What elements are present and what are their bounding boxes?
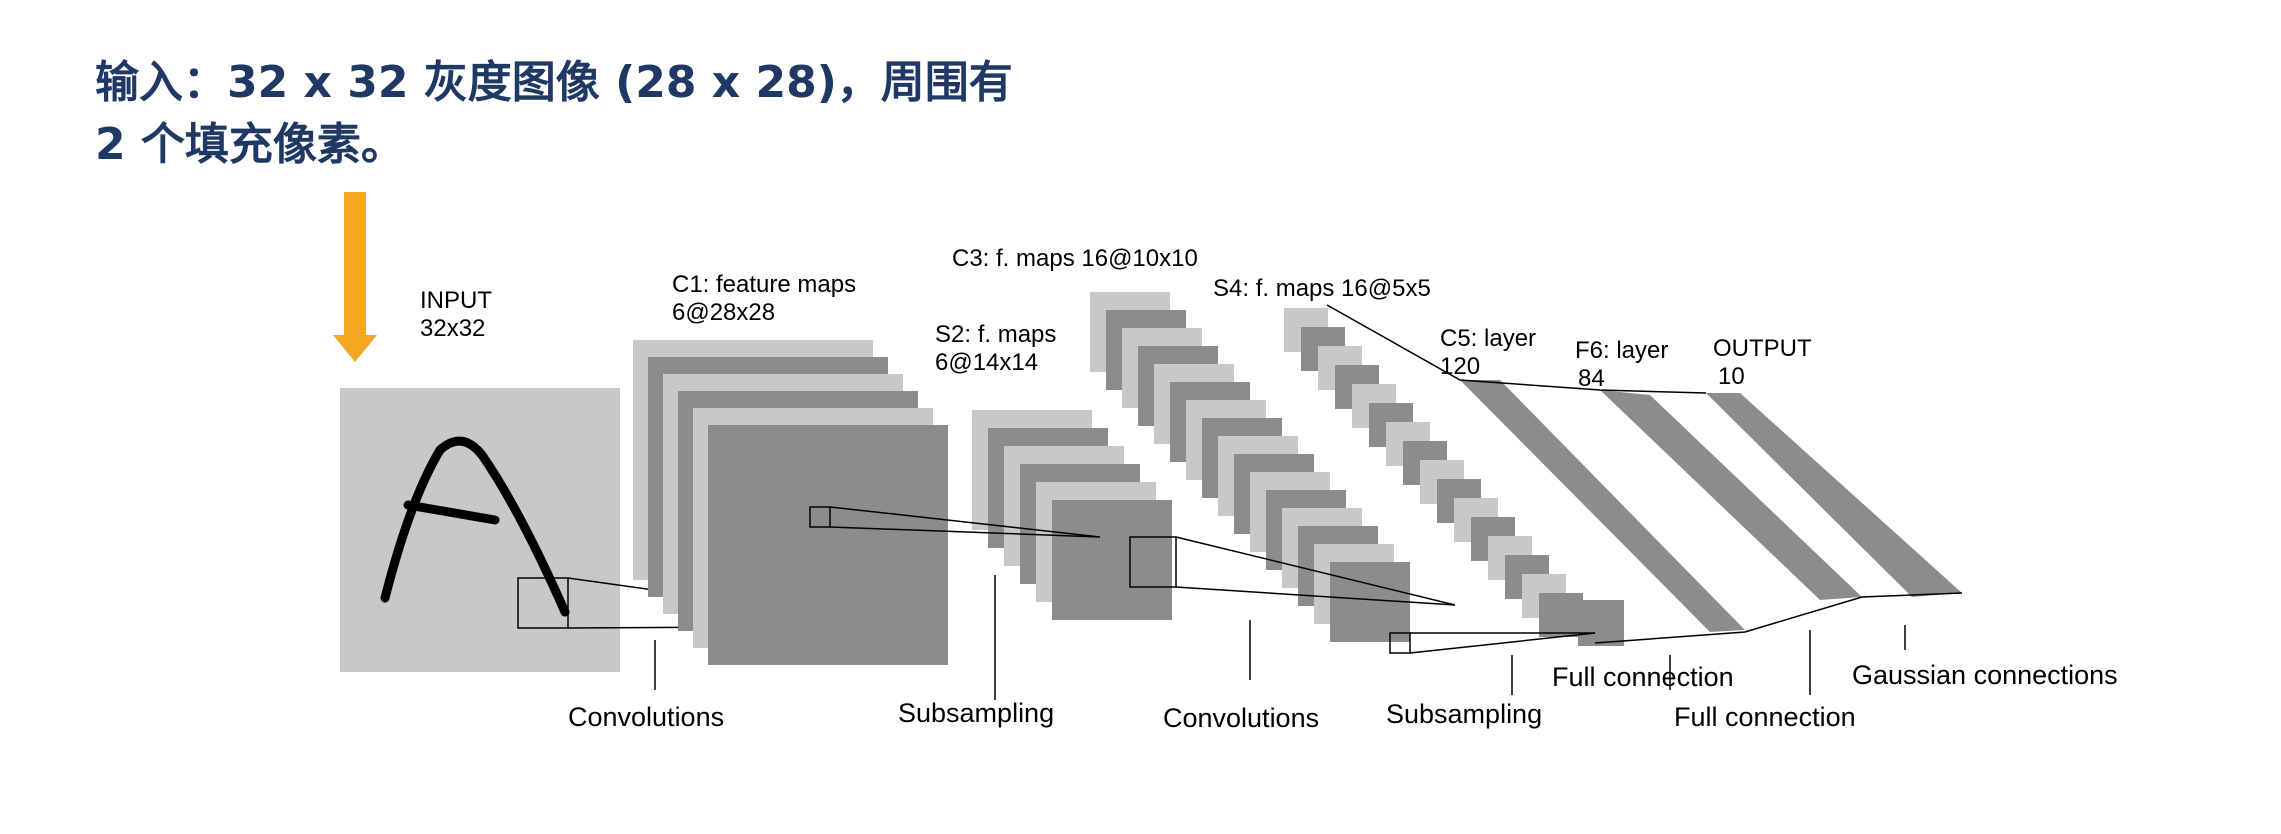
input-label: INPUT <box>420 287 492 314</box>
c3-map <box>1330 562 1410 642</box>
f6-band <box>1600 390 1862 600</box>
operation-labels: Convolutions Subsampling Convolutions Su… <box>568 660 2118 733</box>
input-size: 32x32 <box>420 315 485 342</box>
op-subsampling-2: Subsampling <box>1386 699 1542 729</box>
c1-receptive-field <box>809 506 831 528</box>
f6-size: 84 <box>1578 365 1605 392</box>
caption-line-2: 2 个填充像素。 <box>95 119 405 170</box>
s4-front-map <box>1578 600 1624 646</box>
op-full-connection-2: Full connection <box>1674 702 1856 732</box>
c1-map <box>708 425 948 665</box>
layer-labels: INPUT 32x32 C1: feature maps 6@28x28 S2:… <box>420 245 1812 392</box>
output-size: 10 <box>1718 363 1745 390</box>
output-bottom-edge <box>1594 592 1963 644</box>
fully-connected-layers <box>1326 304 1963 644</box>
op-convolutions-1: Convolutions <box>568 702 724 732</box>
operation-ticks <box>654 575 1906 700</box>
connection-lines <box>809 506 1596 654</box>
c5-size: 120 <box>1440 353 1480 380</box>
letter-a-stroke <box>380 436 570 617</box>
s4-label: S4: f. maps 16@5x5 <box>1213 275 1431 302</box>
c3-label: C3: f. maps 16@10x10 <box>952 245 1198 272</box>
s2-feature-maps <box>972 410 1172 620</box>
f6-label: F6: layer <box>1575 337 1668 364</box>
input-receptive-field <box>517 577 569 629</box>
c1-label: C1: feature maps <box>672 271 856 298</box>
caption-line-1: 输入：32 x 32 灰度图像 (28 x 28)，周围有 <box>95 57 1013 108</box>
input-arrow <box>333 192 377 362</box>
c5-band <box>1460 380 1745 632</box>
s2-map <box>1052 500 1172 620</box>
op-gaussian-connections: Gaussian connections <box>1852 660 2118 690</box>
op-convolutions-2: Convolutions <box>1163 703 1319 733</box>
c3-receptive-field <box>1389 632 1411 654</box>
c5-top-edge <box>1326 304 1707 394</box>
c3-feature-maps <box>1090 292 1410 642</box>
s4-feature-maps <box>1284 308 1624 646</box>
c5-label: C5: layer <box>1440 325 1536 352</box>
c1-feature-maps <box>633 340 948 665</box>
c1-size: 6@28x28 <box>672 299 775 326</box>
caption: 输入：32 x 32 灰度图像 (28 x 28)，周围有 2 个填充像素。 <box>95 52 1013 176</box>
letter-a-crossbar <box>403 500 500 525</box>
s4-map <box>1539 593 1583 637</box>
s2-receptive-field <box>1129 536 1177 588</box>
output-band <box>1706 393 1962 597</box>
s2-label: S2: f. maps <box>935 321 1056 348</box>
output-label: OUTPUT <box>1713 335 1812 362</box>
op-full-connection-1: Full connection <box>1552 662 1734 692</box>
s2-size: 6@14x14 <box>935 349 1038 376</box>
op-subsampling-1: Subsampling <box>898 698 1054 728</box>
